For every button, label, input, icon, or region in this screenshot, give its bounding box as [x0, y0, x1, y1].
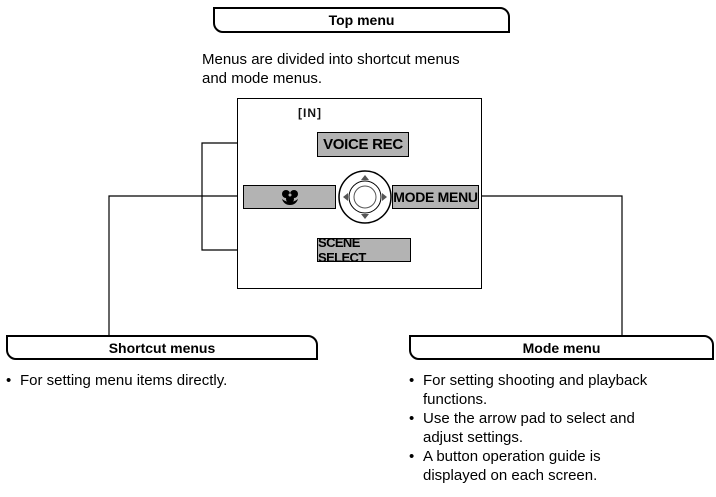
voice-rec-button[interactable]: VOICE REC [317, 132, 409, 157]
memory-indicator: [IN] [298, 106, 322, 120]
macro-flower-icon [281, 189, 298, 205]
top-menu-description-line: Menus are divided into shortcut menus [202, 51, 460, 68]
arrow-pad-icon[interactable] [336, 169, 394, 225]
top-menu-description: Menus are divided into shortcut menus an… [202, 50, 460, 88]
top-menu-title: Top menu [328, 12, 395, 28]
macro-shortcut-button[interactable] [243, 185, 336, 209]
mode-menu-header: Mode menu [409, 335, 714, 360]
mode-menu-title: Mode menu [522, 339, 601, 356]
shortcut-menus-title: Shortcut menus [108, 339, 216, 356]
shortcut-menus-list: For setting menu items directly. [6, 371, 227, 390]
list-item-line: displayed on each screen. [423, 467, 598, 484]
list-item-line: A button operation guide is [423, 448, 601, 465]
mode-menu-button[interactable]: MODE MENU [392, 185, 479, 209]
list-item: For setting menu items directly. [6, 371, 227, 390]
shortcut-menus-header: Shortcut menus [6, 335, 318, 360]
list-item: A button operation guide is displayed on… [409, 447, 647, 485]
list-item: For setting shooting and playback functi… [409, 371, 647, 409]
list-item-line: For setting shooting and playback [423, 372, 648, 389]
list-item-line: functions. [423, 391, 488, 408]
list-item-line: Use the arrow pad to select and [423, 410, 635, 427]
mode-menu-connector-line [481, 195, 623, 336]
scene-select-button[interactable]: SCENE SELECT [317, 235, 411, 265]
top-menu-header: Top menu [213, 7, 510, 33]
camera-screen: [IN] VOICE REC MODE MENU SCENE SELECT [237, 98, 482, 289]
shortcut-connector-line [108, 195, 243, 336]
top-menu-description-line: and mode menus. [202, 70, 323, 87]
mode-menu-list: For setting shooting and playback functi… [409, 371, 647, 485]
list-item-line: adjust settings. [423, 429, 524, 446]
list-item: Use the arrow pad to select and adjust s… [409, 409, 647, 447]
